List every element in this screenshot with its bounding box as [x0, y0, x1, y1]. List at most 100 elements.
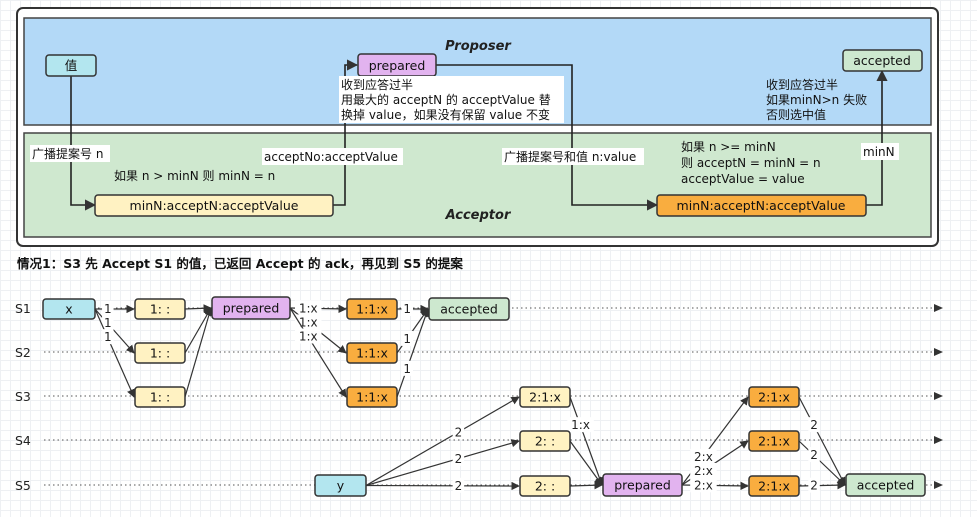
proposer-title: Proposer	[445, 39, 512, 54]
svg-text:用最大的 acceptN 的 acceptValue 替: 用最大的 acceptN 的 acceptValue 替	[341, 92, 551, 107]
svg-text:则 acceptN = minN = n: 则 acceptN = minN = n	[681, 156, 821, 170]
node-acc1: accepted	[428, 297, 510, 321]
edge-label-y-s3c: 2	[455, 425, 463, 439]
row-label-s4: S4	[15, 433, 31, 448]
node-label-p1: prepared	[223, 301, 280, 316]
row-label-s2: S2	[15, 345, 31, 360]
node-label-s3b: 1:1:x	[356, 390, 388, 405]
edge-label-x-s1a: 1	[104, 302, 112, 316]
edge-label-s3c-p2: 1:x	[571, 418, 590, 432]
edge-s3a-p1	[184, 307, 213, 398]
row-arrowhead	[934, 436, 943, 444]
svg-text:收到应答过半: 收到应答过半	[766, 77, 838, 92]
edge-label-bg	[567, 417, 594, 433]
acceptor-title: Acceptor	[445, 208, 512, 223]
edge-label-x-s2a: 1	[104, 316, 112, 330]
edge-label-bg	[808, 447, 820, 463]
prepared-note: 收到应答过半 用最大的 acceptN 的 acceptValue 替 换掉 v…	[339, 76, 564, 123]
broadcast-value-label: 广播提案号和值 n:value	[504, 149, 636, 164]
node-y: y	[314, 474, 367, 497]
minN-arrow	[866, 69, 888, 206]
edge-s2a-p1	[184, 307, 212, 354]
node-label-s2a: 1: :	[150, 346, 170, 361]
node-s4d: 2:1:x	[748, 430, 800, 452]
svg-text:minN:acceptN:acceptValue: minN:acceptN:acceptValue	[130, 198, 299, 213]
broadcast-value-arrow	[436, 64, 659, 211]
node-s3c: 2:1:x	[519, 386, 571, 408]
edge-label-bg	[690, 477, 717, 493]
state-nodes: x 1: : 1: : 1: : prepared 1:1:x 1:1:x 1:1:x acce…	[42, 296, 926, 497]
edge-x-s3a	[94, 308, 135, 398]
node-s2b: 1:1:x	[346, 342, 398, 364]
node-label-s4d: 2:1:x	[758, 434, 790, 449]
edge-x-s2a	[94, 308, 135, 354]
node-s5c: 2: :	[519, 475, 571, 497]
edge-p1-s3b	[289, 307, 347, 398]
value-box: 值	[45, 54, 97, 77]
edge-y-s4c	[365, 439, 520, 487]
prepared-box-top: prepared	[357, 53, 437, 77]
node-label-acc1: accepted	[440, 302, 498, 317]
node-s3d: 2:1:x	[748, 386, 800, 408]
node-label-s5c: 2: :	[535, 479, 555, 494]
edge-label-bg	[401, 330, 413, 346]
edge-label-bg	[102, 315, 114, 331]
svg-text:如果minN>n 失败: 如果minN>n 失败	[766, 92, 867, 107]
accepted-box-top: accepted	[842, 49, 923, 72]
edge-label-bg	[808, 417, 820, 433]
node-label-s3d: 2:1:x	[758, 390, 790, 405]
node-s1a: 1: :	[134, 298, 186, 320]
edge-label-s3d-acc2: 2	[810, 418, 818, 432]
svg-text:acceptValue = value: acceptValue = value	[681, 172, 805, 186]
node-label-s1b: 1:1:x	[356, 302, 388, 317]
node-label-s5d: 2:1:x	[758, 479, 790, 494]
edge-label-y-s5c: 2	[455, 479, 463, 493]
node-s5d: 2:1:x	[748, 475, 800, 497]
row-label-s5: S5	[15, 478, 31, 493]
edge-label-p1-s2b: 1:x	[299, 315, 318, 329]
svg-text:prepared: prepared	[369, 58, 426, 73]
node-s4c: 2: :	[519, 430, 571, 452]
edge-label-bg	[401, 360, 413, 376]
edge-label-bg	[808, 477, 820, 493]
edge-s5d-acc2	[798, 480, 846, 490]
rule2-note: 如果 n >= minN 则 acceptN = minN = n accept…	[681, 139, 821, 186]
svg-text:换掉 value，如果没有保留 value 不变: 换掉 value，如果没有保留 value 不变	[341, 107, 550, 122]
edge-label-p2-s3d: 2:x	[694, 450, 713, 464]
rule1-label: 如果 n > minN 则 minN = n	[114, 168, 275, 183]
edge-label-s1b-acc1: 1	[403, 302, 411, 316]
node-label-x: x	[65, 302, 72, 317]
accepted-note: 收到应答过半 如果minN>n 失败 否则选中值	[766, 77, 867, 122]
acceptor-state-box-1: minN:acceptN:acceptValue	[94, 194, 334, 217]
node-label-s3c: 2:1:x	[529, 390, 561, 405]
row-arrowhead	[934, 304, 943, 312]
edge-label-p2-s4d: 2:x	[694, 464, 713, 478]
node-s2a: 1: :	[134, 342, 186, 364]
edge-s4d-acc2	[798, 440, 846, 486]
node-label-y: y	[337, 478, 345, 493]
edge-y-s3c	[365, 396, 520, 487]
minN-label: minN	[863, 145, 895, 159]
node-label-s3a: 1: :	[150, 390, 170, 405]
edge-label-y-s4c: 2	[455, 452, 463, 466]
edge-label-bg	[690, 462, 717, 478]
edge-label-p2-s5d: 2:x	[694, 478, 713, 492]
node-p1: prepared	[211, 296, 291, 320]
node-s1b: 1:1:x	[346, 298, 398, 320]
edge-label-bg	[452, 450, 465, 466]
edge-s5c-p2	[569, 481, 603, 490]
svg-text:minN:acceptN:acceptValue: minN:acceptN:acceptValue	[677, 198, 846, 213]
edge-label-s5d-acc2: 2	[810, 479, 818, 493]
edge-label-bg	[294, 328, 322, 344]
edge-label-bg	[102, 301, 114, 316]
edge-label-x-s3a: 1	[104, 330, 112, 344]
acceptor-state-box-2: minN:acceptN:acceptValue	[656, 194, 867, 217]
edge-label-s3b-acc1: 1	[403, 362, 411, 376]
node-label-p2: prepared	[614, 478, 671, 493]
return-label: acceptNo:acceptValue	[264, 150, 398, 164]
edge-label-bg	[102, 329, 114, 345]
edge-y-s5c	[365, 481, 520, 491]
svg-text:accepted: accepted	[853, 53, 911, 68]
